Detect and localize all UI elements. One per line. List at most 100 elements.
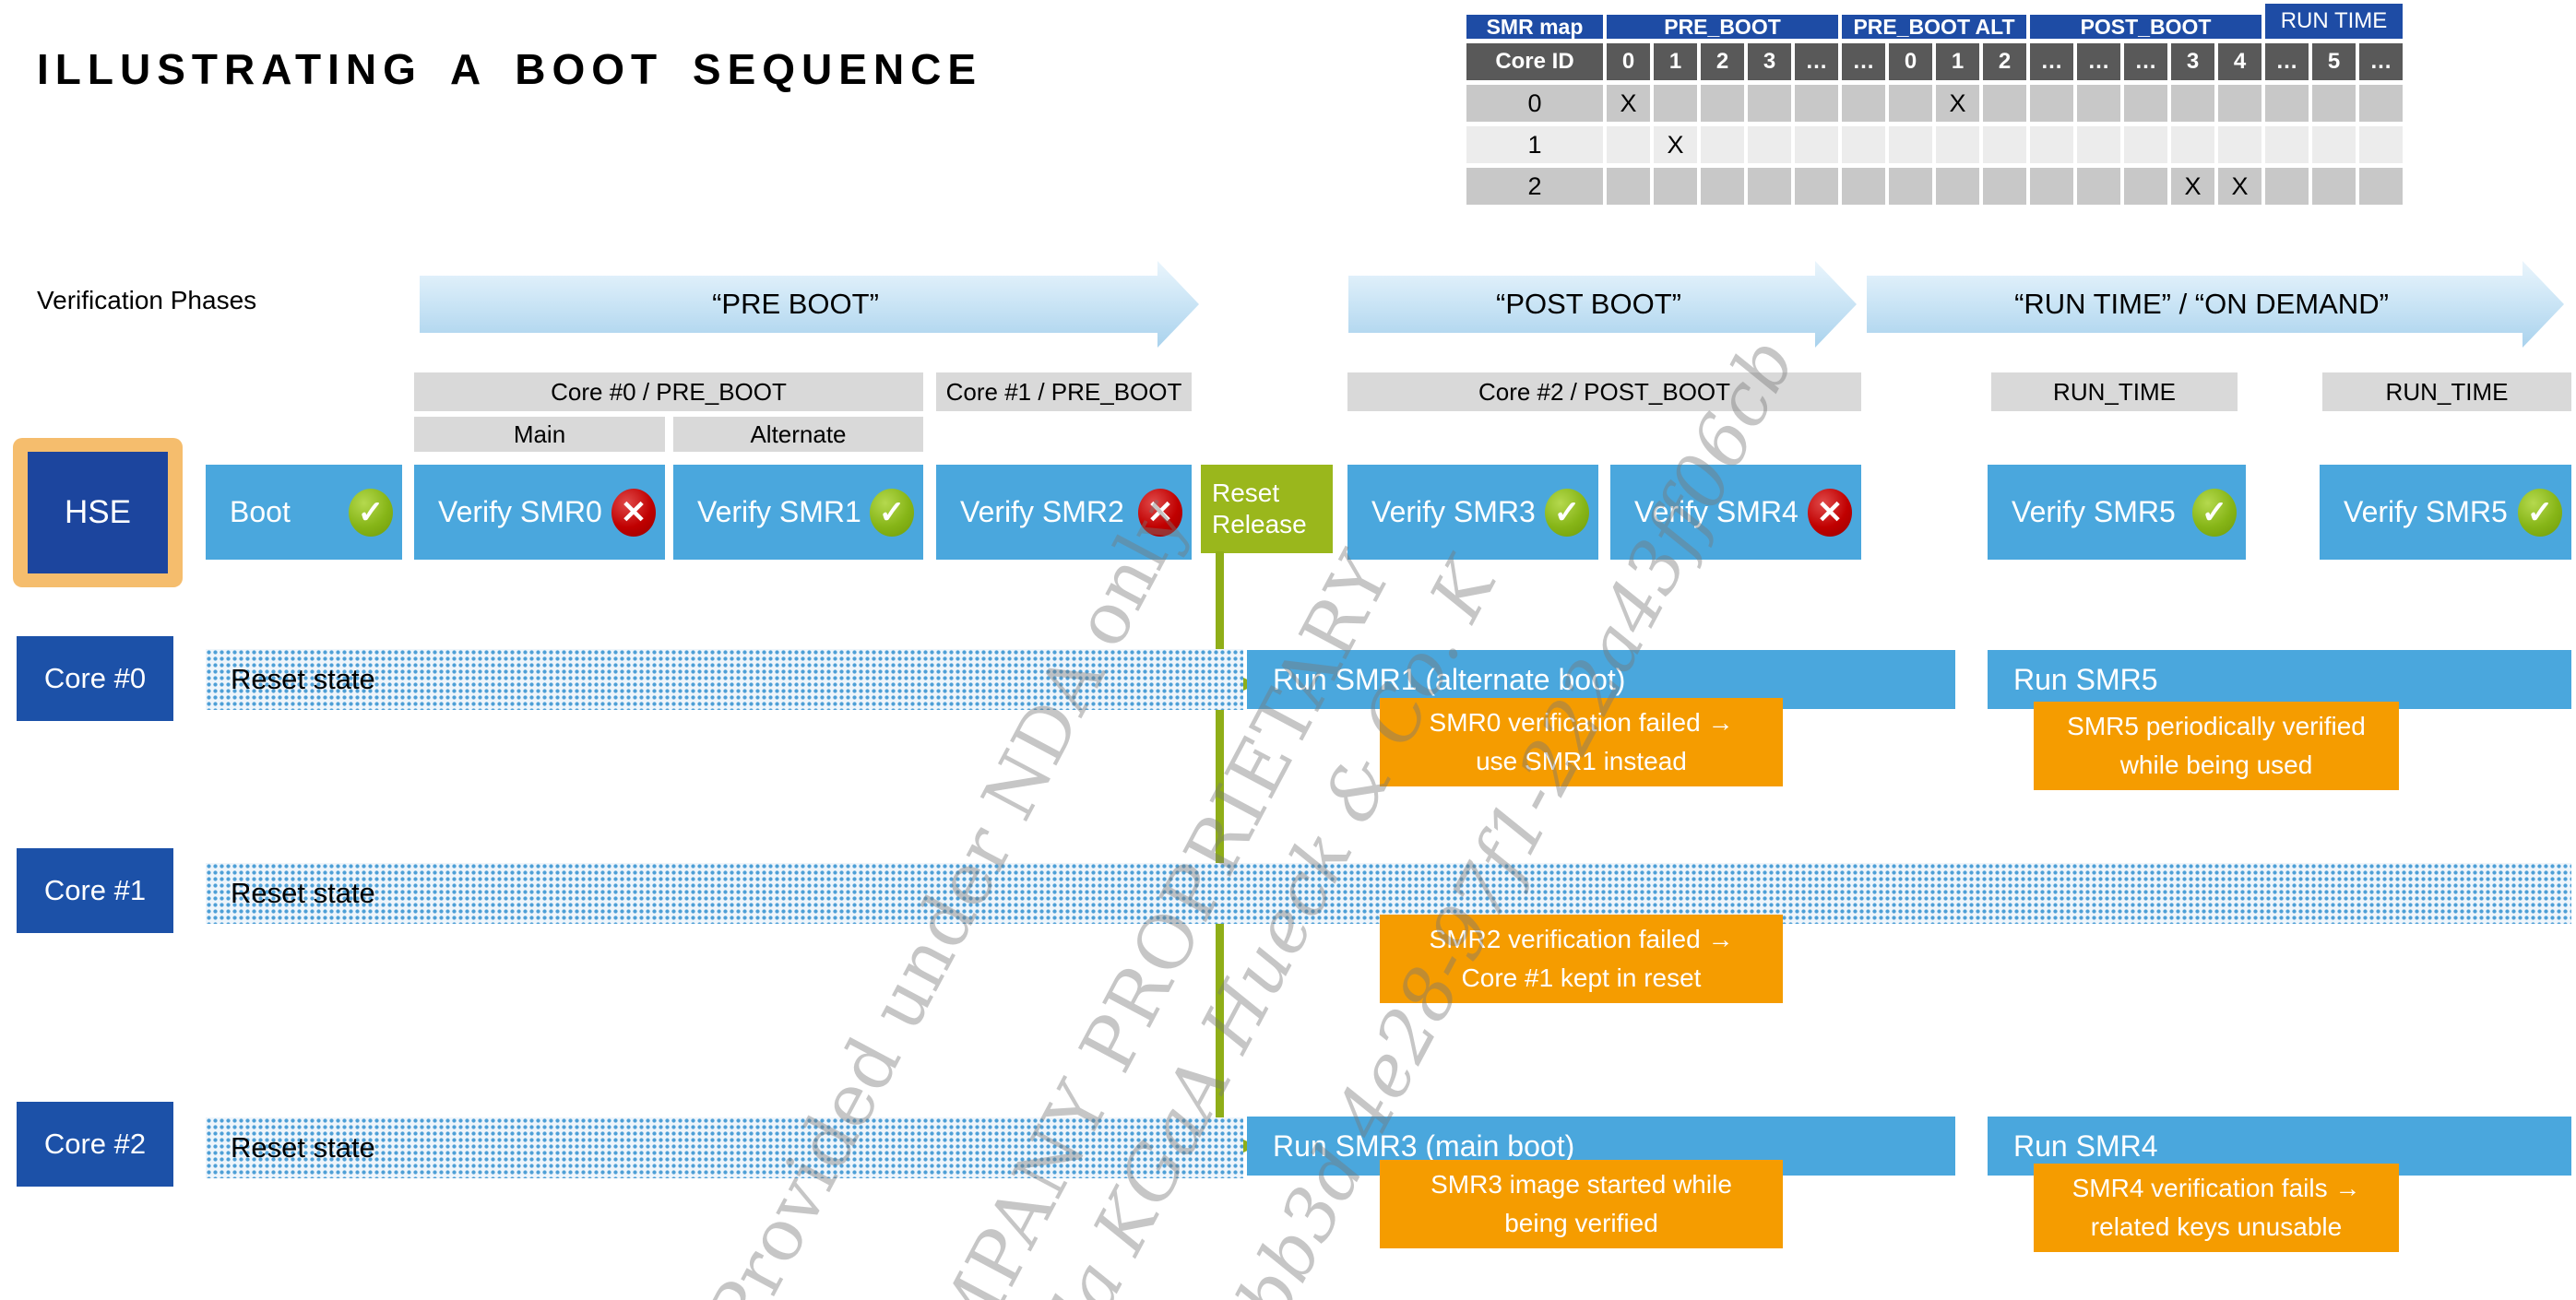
table-cell <box>2265 85 2309 122</box>
table-cell <box>1701 126 1744 163</box>
table-cell <box>2312 168 2356 205</box>
table-cell <box>2359 126 2403 163</box>
check-icon: ✓ <box>349 488 393 537</box>
table-cell <box>2124 126 2167 163</box>
table-cell <box>1701 85 1744 122</box>
table-row-label: 0 <box>1466 85 1603 122</box>
table-cell: X <box>1936 85 1979 122</box>
hse-step-label: Verify SMR3 <box>1371 495 1536 528</box>
table-cell <box>2171 126 2214 163</box>
hse-step-label: Verify SMR1 <box>697 495 861 528</box>
core2-reset-state-band: Reset state <box>206 1117 1243 1178</box>
table-row-label: 1 <box>1466 126 1603 163</box>
table-cell <box>2218 85 2261 122</box>
cross-icon: ✕ <box>1138 488 1182 537</box>
hse-box-label: HSE <box>28 452 168 573</box>
cross-icon: ✕ <box>1808 488 1852 537</box>
table-col-header: … <box>2030 43 2073 80</box>
phase-arrow-pre-boot-label: “PRE BOOT” <box>712 288 879 320</box>
phase-arrow-pre-boot: “PRE BOOT” <box>420 261 1199 348</box>
label-core2-postboot: Core #2 / POST_BOOT <box>1347 372 1861 411</box>
label-runtime-2: RUN_TIME <box>2322 372 2571 411</box>
core0-run-smr5-bar: Run SMR5 <box>1988 650 2571 709</box>
label-runtime-1: RUN_TIME <box>1991 372 2238 411</box>
hse-step-verify-smr5-runtime2: Verify SMR5 ✓ <box>2320 465 2571 560</box>
table-cell <box>2030 168 2073 205</box>
hse-step-label: Verify SMR4 <box>1634 495 1798 528</box>
table-cell <box>1795 85 1838 122</box>
hse-step-verify-smr5-runtime1: Verify SMR5 ✓ <box>1988 465 2246 560</box>
check-icon: ✓ <box>2192 488 2237 537</box>
table-group-header: PRE_BOOT ALT <box>1842 15 2026 39</box>
table-cell: X <box>2171 168 2214 205</box>
phase-arrow-run-time-label: “RUN TIME” / “ON DEMAND” <box>2014 288 2389 320</box>
core1-reset-state-band: Reset state <box>206 863 2571 924</box>
table-cell: X <box>1654 126 1697 163</box>
hse-step-label: Verify SMR2 <box>960 495 1124 528</box>
check-icon: ✓ <box>870 488 914 537</box>
verification-phases-label: Verification Phases <box>37 286 257 314</box>
table-col-header: 1 <box>1936 43 1979 80</box>
core2-reset-state-label: Reset state <box>231 1131 375 1164</box>
table-group-header: PRE_BOOT <box>1607 15 1838 39</box>
phase-arrow-post-boot-label: “POST BOOT” <box>1496 288 1681 320</box>
label-core0-preboot: Core #0 / PRE_BOOT <box>414 372 923 411</box>
table-cell <box>1748 168 1791 205</box>
table-cell <box>1842 168 1885 205</box>
table-cell <box>1795 126 1838 163</box>
hse-step-verify-smr0: Verify SMR0 ✕ <box>414 465 665 560</box>
table-row-label: 2 <box>1466 168 1603 205</box>
table-cell <box>1936 168 1979 205</box>
table-cell <box>1748 126 1791 163</box>
table-cell <box>2359 85 2403 122</box>
phase-arrow-post-boot: “POST BOOT” <box>1348 261 1857 348</box>
table-cell <box>1701 168 1744 205</box>
table-cell <box>1795 168 1838 205</box>
table-col-header: 3 <box>2171 43 2214 80</box>
check-icon: ✓ <box>1545 488 1589 537</box>
core0-note-smr0-failed: SMR0 verification failed →use SMR1 inste… <box>1380 698 1783 786</box>
core0-reset-state-label: Reset state <box>231 663 375 695</box>
core1-label: Core #1 <box>17 848 173 933</box>
core1-reset-state-label: Reset state <box>231 877 375 909</box>
table-col-header: 0 <box>1889 43 1932 80</box>
table-cell <box>1983 85 2026 122</box>
hse-step-label: Verify SMR5 <box>2012 495 2176 528</box>
table-cell <box>1983 126 2026 163</box>
table-cell <box>1889 126 1932 163</box>
table-cell <box>1654 168 1697 205</box>
table-cell: X <box>2218 168 2261 205</box>
table-cell <box>2030 126 2073 163</box>
table-col-header: … <box>1795 43 1838 80</box>
core0-reset-state-band: Reset state <box>206 649 1243 710</box>
hse-step-verify-smr4: Verify SMR4 ✕ <box>1610 465 1861 560</box>
table-cell <box>2077 126 2120 163</box>
hse-step-verify-smr3: Verify SMR3 ✓ <box>1347 465 1598 560</box>
core2-label: Core #2 <box>17 1102 173 1187</box>
table-cell <box>1842 85 1885 122</box>
table-cell <box>2218 126 2261 163</box>
table-cell <box>2265 126 2309 163</box>
table-col-header: 0 <box>1607 43 1650 80</box>
table-cell <box>2312 85 2356 122</box>
table-cell <box>1607 126 1650 163</box>
core2-note-smr4-fails: SMR4 verification fails →related keys un… <box>2034 1164 2399 1252</box>
table-cell <box>1936 126 1979 163</box>
table-cell <box>1748 85 1791 122</box>
table-col-header: … <box>2124 43 2167 80</box>
label-alternate: Alternate <box>673 417 923 452</box>
core0-label: Core #0 <box>17 636 173 721</box>
table-cell <box>1889 168 1932 205</box>
table-cell <box>2171 85 2214 122</box>
table-cell <box>2030 85 2073 122</box>
table-group-header: POST_BOOT <box>2030 15 2261 39</box>
table-cell <box>1983 168 2026 205</box>
table-cell <box>1654 85 1697 122</box>
phase-arrow-run-time: “RUN TIME” / “ON DEMAND” <box>1867 261 2564 348</box>
table-cell <box>1889 85 1932 122</box>
